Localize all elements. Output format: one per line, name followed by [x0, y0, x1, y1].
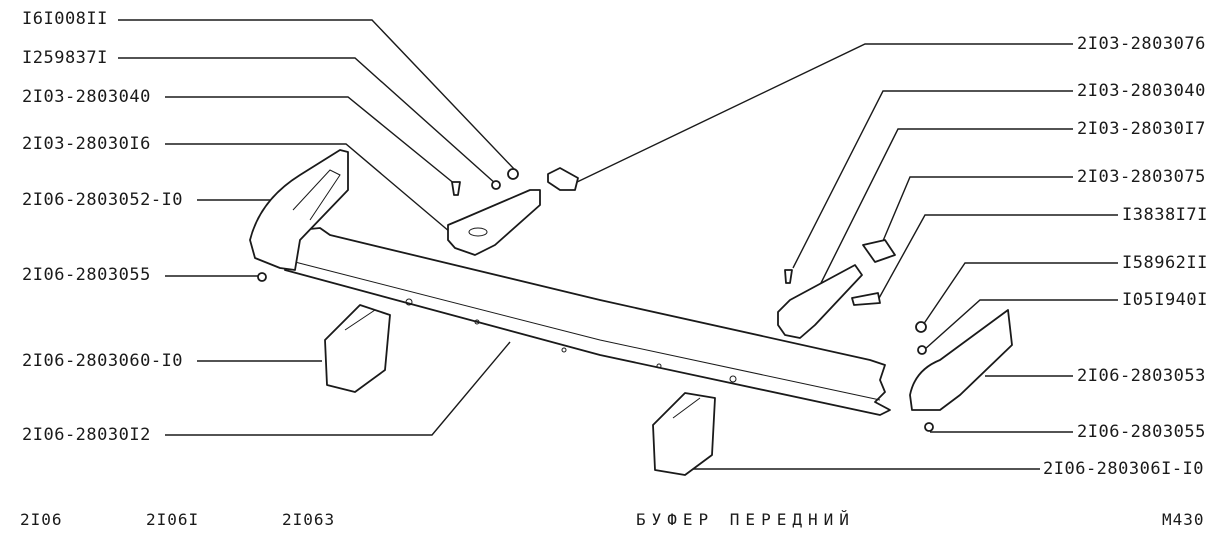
part-label-15896211[interactable]: I58962II [1122, 253, 1208, 273]
model-21061: 2I06I [146, 510, 200, 529]
left-rubber-block [324, 304, 391, 393]
bumper-bar [284, 227, 891, 416]
part-label-2103-2803016[interactable]: 2I03-28030I6 [22, 134, 151, 154]
part-label-13838171[interactable]: I3838I7I [1122, 205, 1208, 225]
part-label-2103-2803040-right[interactable]: 2I03-2803040 [1077, 81, 1206, 101]
part-label-2106-2803055-left[interactable]: 2I06-2803055 [22, 265, 151, 285]
part-label-2103-2803040-left[interactable]: 2I03-2803040 [22, 87, 151, 107]
left-fasteners [257, 168, 519, 282]
left-end-cap [249, 149, 349, 271]
leader-lines-right [574, 43, 1118, 470]
part-label-2106-2803012[interactable]: 2I06-28030I2 [22, 425, 151, 445]
right-bracket [777, 239, 927, 355]
part-label-12598371[interactable]: I259837I [22, 48, 108, 68]
diagram-title: БУФЕР ПЕРЕДНИЙ [636, 510, 855, 529]
part-label-2106-2803061-10[interactable]: 2I06-280306I-I0 [1043, 459, 1205, 479]
model-2106: 2I06 [20, 510, 63, 529]
sheet-code: M430 [1162, 510, 1205, 529]
part-label-2103-2803076[interactable]: 2I03-2803076 [1077, 34, 1206, 54]
part-label-16100811[interactable]: I6I008II [22, 9, 108, 29]
part-label-10519401[interactable]: I05I940I [1122, 290, 1208, 310]
part-label-2106-2803055-right[interactable]: 2I06-2803055 [1077, 422, 1206, 442]
left-bracket [447, 189, 541, 256]
right-end-cap [909, 309, 1013, 432]
left-gasket [547, 167, 579, 191]
part-label-2103-2803075[interactable]: 2I03-2803075 [1077, 167, 1206, 187]
right-rubber-block [652, 392, 716, 476]
model-21063: 2I063 [282, 510, 336, 529]
part-label-2106-2803060-10[interactable]: 2I06-2803060-I0 [22, 351, 184, 371]
part-label-2103-2803017[interactable]: 2I03-28030I7 [1077, 119, 1206, 139]
part-label-2106-2803053[interactable]: 2I06-2803053 [1077, 366, 1206, 386]
part-label-2106-2803052-10[interactable]: 2I06-2803052-I0 [22, 190, 184, 210]
